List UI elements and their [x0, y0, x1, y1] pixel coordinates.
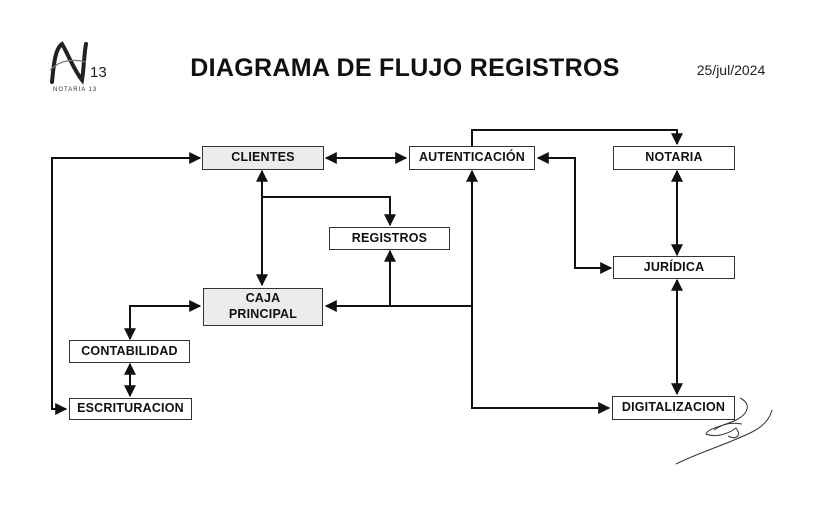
node-caja-principal-label: CAJA PRINCIPAL [228, 291, 298, 321]
node-registros-label: REGISTROS [351, 230, 428, 245]
node-registros: REGISTROS [329, 227, 450, 250]
node-clientes-label: CLIENTES [231, 150, 295, 165]
node-digitalizacion-label: DIGITALIZACION [621, 400, 726, 415]
edge-autenticacion-digitalizacion [471, 306, 611, 414]
node-caja-principal: CAJA PRINCIPAL [203, 288, 323, 326]
node-escrituracion: ESCRITURACION [69, 398, 192, 420]
node-escrituracion-label: ESCRITURACION [77, 401, 184, 416]
n13-logo-icon: 13 [49, 41, 107, 85]
diagram-title: DIAGRAMA DE FLUJO REGISTROS [190, 54, 620, 82]
edge-clientes-registros [262, 196, 396, 227]
edge-escrituracion-clientes [51, 152, 202, 415]
node-juridica: JURÍDICA [613, 256, 735, 279]
node-notaria: NOTARIA [613, 146, 735, 170]
handwritten-signature [675, 397, 773, 465]
node-digitalizacion: DIGITALIZACION [612, 396, 735, 420]
node-juridica-label: JURÍDICA [643, 259, 705, 274]
node-clientes: CLIENTES [202, 146, 324, 170]
node-autenticacion: AUTENTICACIÓN [409, 146, 535, 170]
edge-caja-contabilidad [124, 300, 202, 341]
node-notaria-label: NOTARIA [645, 150, 703, 165]
node-contabilidad-label: CONTABILIDAD [81, 343, 178, 358]
edge-juridica-autenticacion [536, 152, 610, 269]
logo-caption: NOTARIA 13 [53, 87, 98, 93]
node-contabilidad: CONTABILIDAD [69, 340, 190, 363]
notaria-13-logo: 13 NOTARIA 13 [48, 40, 118, 104]
node-autenticacion-label: AUTENTICACIÓN [418, 150, 526, 165]
diagram-date: 25/jul/2024 [696, 62, 766, 78]
edge-autenticacion-notaria [471, 129, 678, 146]
svg-text:13: 13 [90, 64, 107, 81]
